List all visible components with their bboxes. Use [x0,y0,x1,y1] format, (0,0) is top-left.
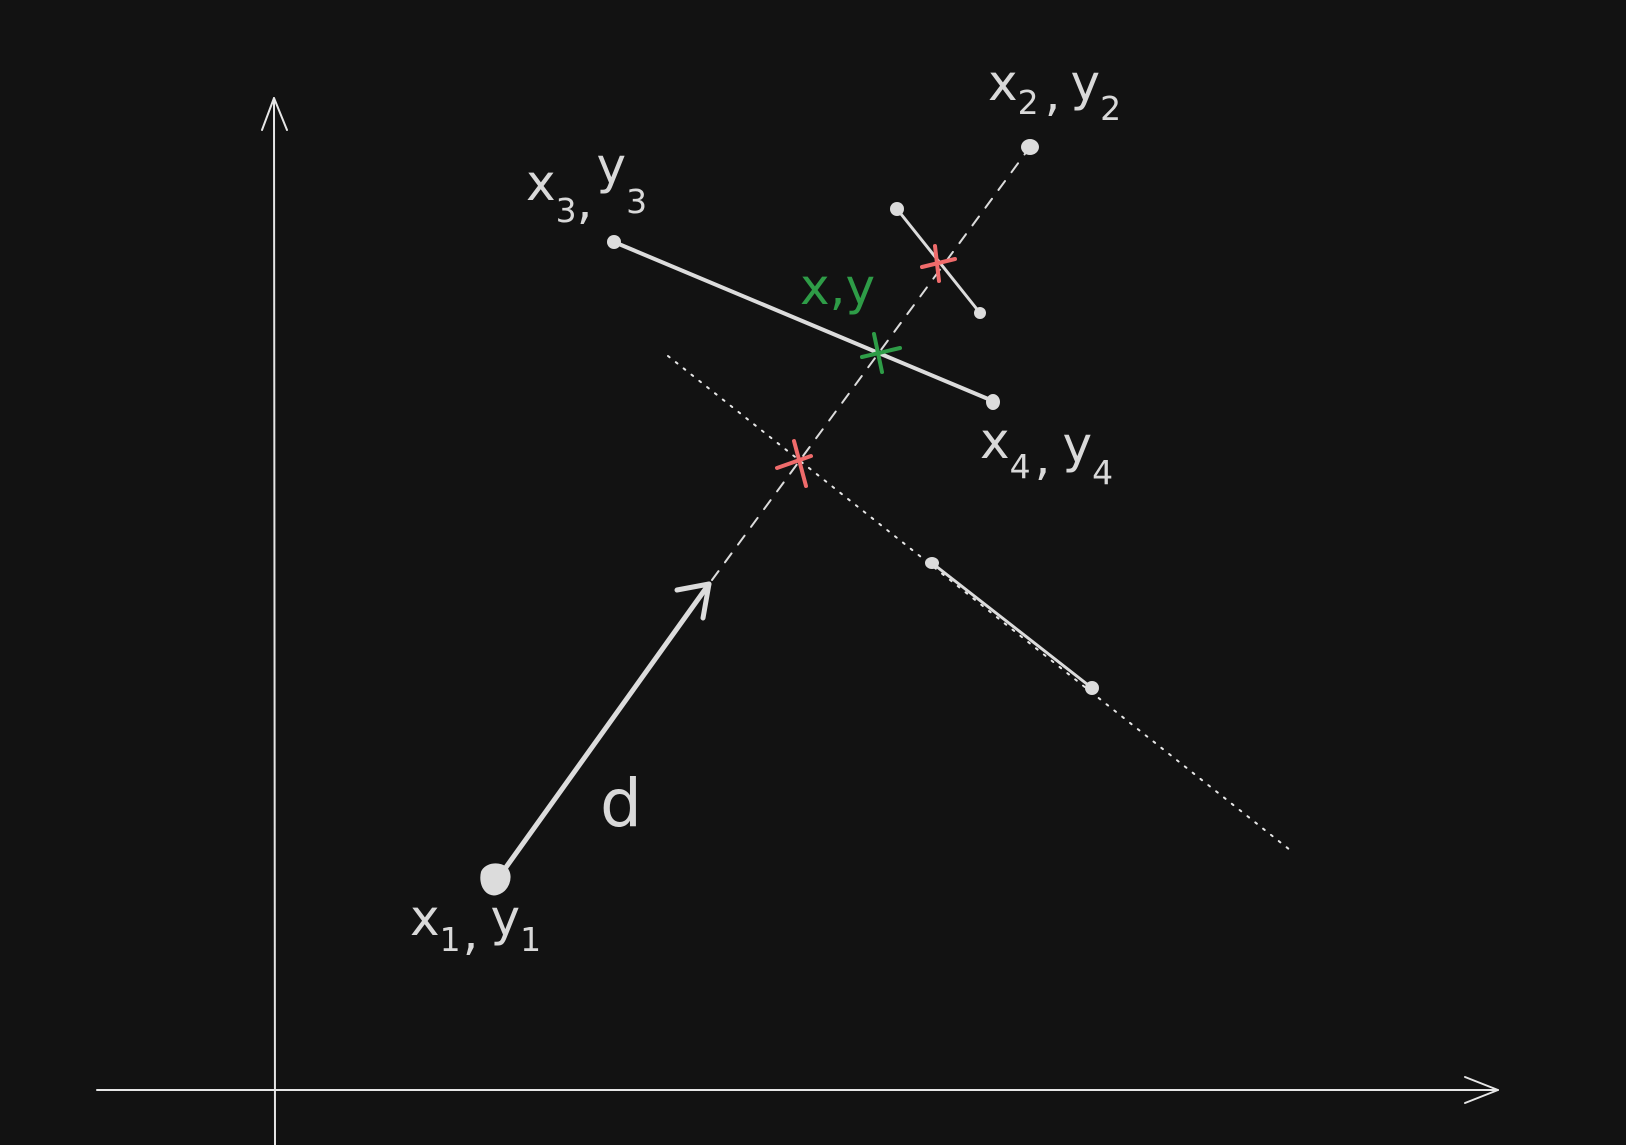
short-segment-endpoint-top [890,202,904,216]
label-x2-sub: 2 [1018,83,1039,122]
intersection-marker-hit [860,332,902,374]
label-y4-main: y [1063,416,1093,474]
intersection-marker-miss-lower [775,439,813,488]
label-x2-main: x [988,54,1018,112]
segment-x3y3-x4y4 [612,240,995,403]
label-y2-sub: 2 [1100,89,1121,128]
label-x4-sub: 4 [1010,447,1031,486]
direction-vector-arrowhead [674,581,712,621]
y-axis [261,97,288,1145]
point-x2-y2 [1021,139,1039,155]
label-y1-main: y [491,889,521,947]
label-y1-sub: 1 [520,920,541,959]
lower-segment-endpoint-top [925,557,939,569]
label-y3-sub: 3 [626,182,647,221]
direction-vector [491,581,712,887]
label-y2-main: y [1071,54,1101,112]
ray-origin-point [480,863,511,896]
label-y4-sub: 4 [1092,453,1113,492]
label-p3-sep: , [577,172,593,230]
ray-dashed-line [711,146,1031,581]
point-x4-y4 [986,394,1000,410]
lower-segment [930,561,1094,690]
lower-segment-endpoint-bottom [1085,681,1099,695]
label-x4-main: x [980,412,1010,470]
label-x1-y1: x1,y1 [410,889,541,961]
label-direction-d: d [600,765,642,842]
label-x1-main: x [410,889,440,947]
label-y3-main: y [597,137,627,195]
label-intersection-xy: x,y [800,258,875,316]
x-axis [96,1076,1499,1104]
intersection-marker-miss-upper [920,244,957,283]
label-x4-y4: x4,y4 [980,412,1113,492]
label-x2-y2: x2,y2 [988,54,1121,128]
label-p2-sep: , [1045,64,1061,122]
x-axis-arrowhead [1464,1076,1499,1104]
point-x3-y3 [607,235,621,249]
label-p1-sep: , [463,903,479,961]
label-x3-main: x [526,154,556,212]
lower-segment-dotted-extension [667,355,1291,851]
label-x3-y3: x3,y3 [526,137,647,230]
short-segment-endpoint-bottom [974,307,986,319]
label-p4-sep: , [1035,428,1051,486]
label-x1-sub: 1 [440,920,461,959]
y-axis-arrowhead [261,97,288,131]
label-x3-sub: 3 [556,191,577,230]
